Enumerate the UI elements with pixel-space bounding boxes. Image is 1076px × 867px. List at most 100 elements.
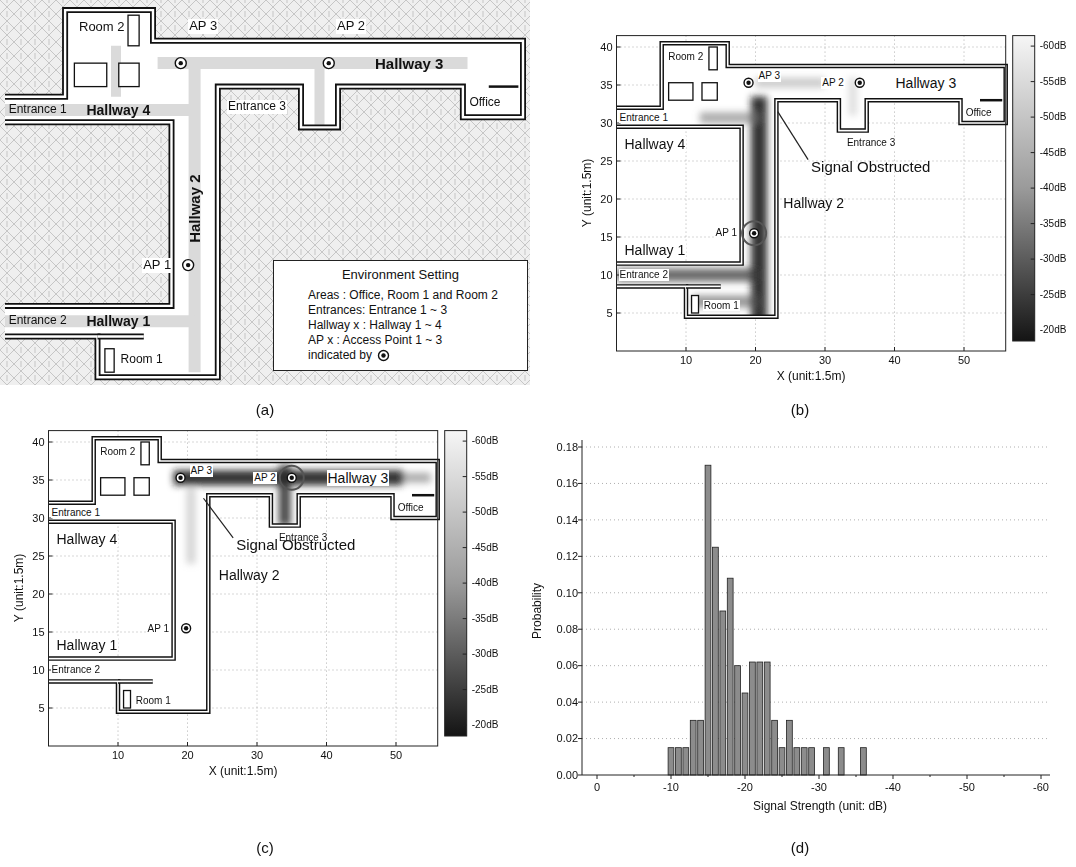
office-door	[412, 494, 434, 497]
tick-label: 30	[600, 117, 612, 130]
room-label: Room 1	[121, 353, 163, 367]
histogram-bar	[794, 748, 800, 775]
axis-title: X (unit:1.5m)	[209, 765, 278, 779]
tick-label: 0.12	[557, 550, 578, 563]
histogram-bar	[750, 662, 756, 775]
hallway-label: Hallway 2	[219, 567, 280, 583]
tick-label: 20	[749, 354, 761, 367]
tick-label: 10	[112, 749, 124, 762]
tick-label: 0.16	[557, 477, 578, 490]
tick-label: 25	[32, 550, 44, 563]
grid-line	[582, 702, 1050, 703]
tick-mark	[396, 742, 397, 746]
area-label: Office	[397, 502, 425, 514]
panel-letter: (c)	[256, 839, 274, 856]
leader-line	[203, 498, 233, 538]
colorbar-tick	[1031, 46, 1035, 47]
tick-label: 30	[819, 354, 831, 367]
leader-line	[778, 112, 808, 160]
access-point	[750, 229, 759, 238]
tick-mark	[617, 199, 621, 200]
wall	[49, 522, 174, 659]
ap-symbol	[377, 349, 390, 362]
area-label: Office	[469, 96, 500, 110]
axis-title: Probability	[531, 583, 545, 639]
tick-mark	[578, 556, 582, 557]
plot-frame	[617, 36, 1035, 351]
furniture	[105, 349, 114, 372]
access-point-dot	[752, 231, 756, 235]
ap-label: AP 2	[253, 472, 277, 484]
tick-mark	[964, 347, 965, 351]
colorbar-label: -40dB	[472, 577, 499, 589]
tick-mark	[578, 592, 582, 593]
wall	[118, 679, 153, 684]
plot-grid	[617, 36, 1006, 351]
histogram-bar	[779, 748, 785, 775]
legend-box: Environment SettingAreas : Office, Room …	[273, 260, 528, 371]
grid-line	[582, 447, 1050, 448]
wall-gap	[98, 335, 144, 337]
colorbar-tick	[1031, 259, 1035, 260]
tick-mark	[578, 483, 582, 484]
ap-label: AP 3	[188, 19, 218, 34]
tick-mark	[755, 347, 756, 351]
tick-label: 5	[606, 307, 612, 320]
colorbar-label: -50dB	[472, 506, 499, 518]
tick-label: -10	[663, 781, 679, 794]
ap-label: AP 3	[190, 465, 214, 477]
ap-label: AP 2	[821, 77, 845, 89]
tick-label: 50	[390, 749, 402, 762]
tick-mark	[257, 742, 258, 746]
colorbar-label: -30dB	[1040, 253, 1067, 265]
tick-label: 40	[600, 41, 612, 54]
hallway-label: Hallway 1	[56, 637, 119, 653]
room-label: Room 2	[667, 51, 704, 63]
box-heading: Environment Setting	[342, 267, 459, 282]
colorbar-tick	[463, 547, 467, 548]
tick-mark	[894, 347, 895, 351]
colorbar-tick	[1031, 152, 1035, 153]
grid-line	[582, 665, 1050, 666]
tick-label: -20	[737, 781, 753, 794]
tick-mark	[708, 775, 709, 777]
ap-label: AP 1	[715, 227, 739, 239]
tick-mark	[617, 237, 621, 238]
tick-label: 5	[38, 702, 44, 715]
tick-mark	[617, 313, 621, 314]
office-door	[980, 99, 1002, 102]
grid-line	[617, 237, 1006, 238]
furniture	[669, 83, 693, 100]
y-axis	[582, 440, 583, 775]
colorbar-tick	[1031, 117, 1035, 118]
wall-gap	[617, 43, 1006, 317]
walk-path	[5, 46, 468, 372]
colorbar	[1013, 36, 1035, 341]
tick-mark	[49, 594, 53, 595]
tick-mark	[49, 480, 53, 481]
colorbar-tick	[463, 689, 467, 690]
ap-symbol-ring	[379, 350, 389, 360]
callout-label: Signal Obstructed	[236, 536, 355, 553]
colorbar-label: -25dB	[1040, 289, 1067, 301]
histogram-bar	[735, 666, 741, 775]
tick-mark	[634, 775, 635, 777]
colorbar-tick	[1031, 81, 1035, 82]
grid-line	[49, 632, 438, 633]
histogram-bar	[668, 748, 674, 775]
tick-mark	[578, 629, 582, 630]
tick-label: 0.14	[557, 514, 578, 527]
walk-strip	[315, 66, 325, 127]
floor-area	[617, 43, 1006, 317]
wall	[98, 334, 144, 340]
tick-mark	[578, 519, 582, 520]
tick-mark	[1004, 775, 1005, 777]
access-point	[176, 473, 185, 482]
histogram-bar	[727, 578, 733, 775]
axes-box	[617, 36, 1006, 351]
colorbar-tick	[1031, 294, 1035, 295]
box-text: indicated by	[308, 348, 372, 362]
colorbar-tick	[463, 583, 467, 584]
tick-label: 10	[600, 269, 612, 282]
furniture	[692, 296, 699, 313]
